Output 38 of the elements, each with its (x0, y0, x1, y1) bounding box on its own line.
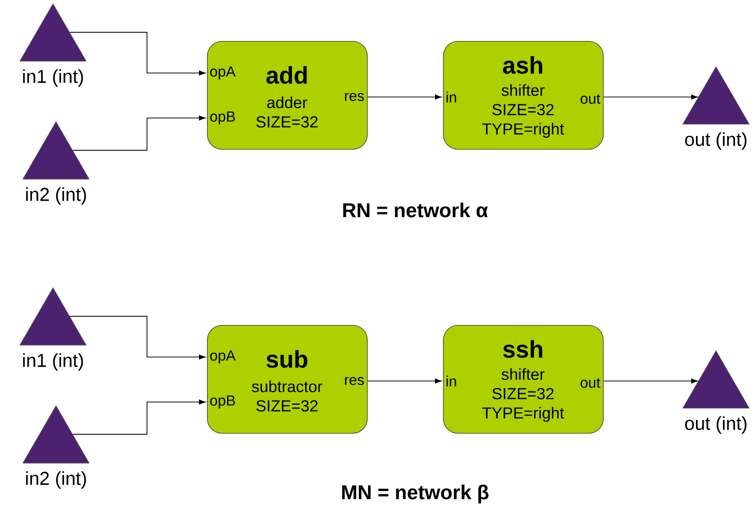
port-label: out (int) (685, 416, 746, 434)
arrow (72, 116, 206, 151)
port-name: res (345, 93, 364, 102)
component-name: ssh (503, 340, 542, 358)
arrow (367, 94, 442, 100)
port-label: in2 (int) (26, 471, 86, 489)
port-label: in1 (int) (23, 353, 83, 371)
port-name: in (446, 376, 456, 386)
component-name: add (266, 66, 307, 84)
port-label: in1 (int) (23, 69, 83, 87)
port-name: res (345, 377, 364, 386)
component-box (443, 325, 604, 434)
network-label: RN = network α (343, 202, 488, 218)
arrow (603, 378, 698, 384)
port-name: out (580, 94, 600, 104)
port-name: opA (210, 66, 236, 80)
port-name: opB (210, 395, 235, 409)
port-name: out (580, 378, 600, 388)
component-description: shifter SIZE=32 TYPE=right (482, 84, 564, 138)
arrow (69, 316, 206, 360)
component-description: adder SIZE=32 (256, 96, 318, 128)
component-name: sub (266, 350, 308, 368)
component-description: shifter SIZE=32 TYPE=right (482, 368, 564, 422)
arrow (69, 32, 206, 76)
component-name: ash (503, 56, 542, 74)
port-label: out (int) (685, 132, 746, 150)
network-label: MN = network β (342, 484, 488, 504)
port-label: in2 (int) (26, 187, 86, 205)
component-box (443, 41, 604, 150)
port-name: opA (210, 350, 236, 364)
component-box (207, 325, 368, 434)
arrow (603, 94, 698, 100)
port-name: opB (210, 111, 235, 125)
component-box (207, 41, 368, 150)
component-description: subtractor SIZE=32 (252, 380, 322, 412)
port-name: in (446, 92, 456, 102)
arrow (72, 400, 206, 435)
arrow (367, 378, 442, 384)
